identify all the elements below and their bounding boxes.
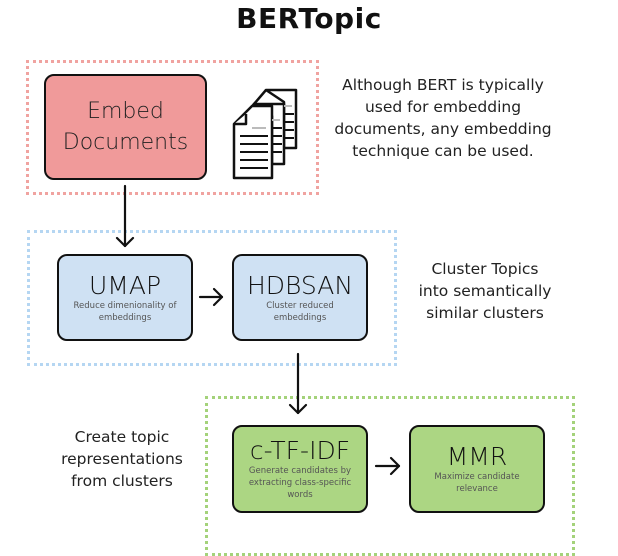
embed-stage-group [26,60,319,195]
embed-documents-node: Embed Documents [44,74,207,180]
cluster-stage-description: Cluster Topics into semantically similar… [400,258,570,324]
description-line: Although BERT is typically [342,76,544,94]
mmr-node: MMR Maximize candidate relevance [409,425,545,513]
node-title-line: Documents [62,130,189,155]
hdbsan-node: HDBSAN Cluster reduced embeddings [232,254,368,341]
description-line: into semantically [418,282,552,300]
node-subtitle: Cluster reduced embeddings [266,300,334,323]
node-title: MMR [446,442,508,471]
description-line: Create topic [74,428,170,446]
description-line: representations [61,450,183,468]
description-line: Cluster Topics [431,260,539,278]
node-title: c-TF-IDF [249,436,351,465]
description-line: similar clusters [426,304,544,322]
flow-arrows [115,184,401,476]
documents-icon [232,88,298,180]
umap-node: UMAP Reduce dimenionality of embeddings [57,254,193,341]
arrow-umap-to-hdbsan [198,287,224,307]
node-subtitle: Reduce dimenionality of embeddings [73,300,177,323]
node-subtitle: Generate candidates by extracting class-… [248,466,352,500]
cluster-stage-group [27,230,397,366]
node-title-line: Embed [87,99,164,124]
c-tf-idf-node: c-TF-IDF Generate candidates by extracti… [232,425,368,513]
description-line: used for embedding [364,98,522,116]
representation-stage-description: Create topic representations from cluste… [42,426,202,492]
description-line: from clusters [71,472,173,490]
diagram-title: BERTopic [236,2,382,35]
node-subtitle: Maximize candidate relevance [434,472,520,494]
arrow-hdbsan-to-ctfidf [288,352,308,415]
description-line: technique can be used. [352,142,534,160]
description-line: documents, any embedding [334,120,552,138]
arrow-ctfidf-to-mmr [374,456,401,476]
embed-stage-description: Although BERT is typically used for embe… [322,74,564,162]
arrow-embed-to-umap [115,184,135,248]
node-title: HDBSAN [246,270,354,300]
node-title: UMAP [88,270,162,300]
